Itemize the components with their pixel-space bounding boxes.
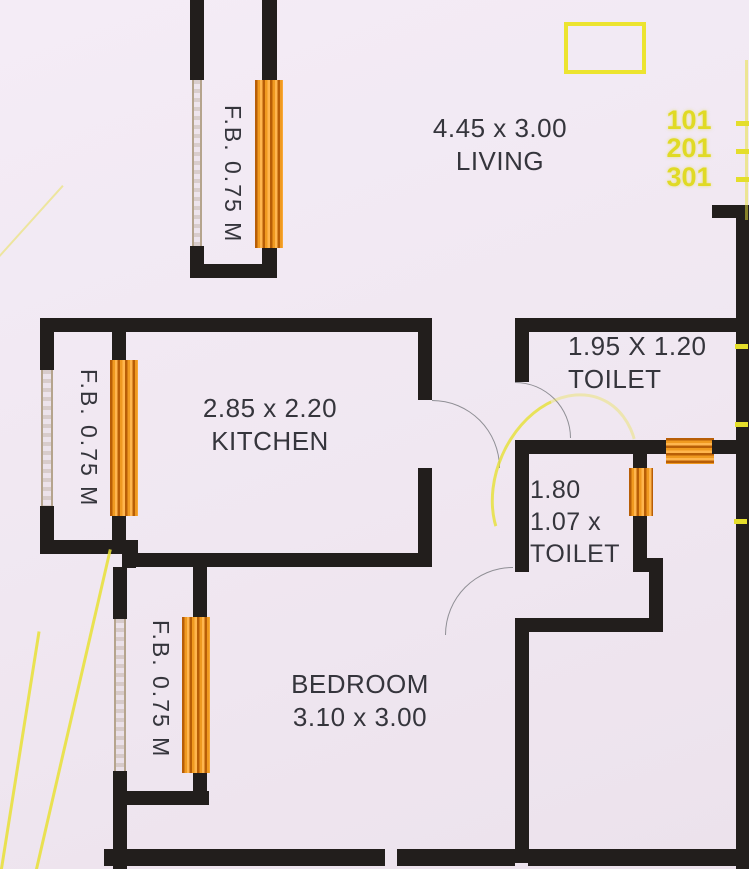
unit-number-301: 301	[666, 161, 712, 192]
highlighter-tick	[734, 519, 747, 524]
toilet-small-dimension-2: 1.07 x	[530, 508, 602, 536]
highlighter-rectangle	[564, 22, 646, 74]
living-dimensions: 4.45 x 3.00	[432, 113, 568, 143]
window-kitchen-fb	[110, 360, 138, 516]
highlighter-diagonal	[31, 549, 112, 869]
window-top-fb	[255, 80, 283, 248]
wall-segment	[104, 849, 385, 866]
fb-kitchen-label: F.B. 0.75 M	[76, 369, 102, 508]
kitchen-name: KITCHEN	[211, 426, 329, 457]
living-name: LIVING	[455, 146, 545, 177]
wall-segment	[418, 468, 432, 567]
fb-outer-edge	[192, 80, 202, 248]
wall-segment	[40, 540, 138, 554]
wall-segment	[515, 318, 749, 332]
window-toilet-large	[666, 438, 714, 464]
bedroom-name: BEDROOM	[291, 669, 429, 699]
wall-segment	[40, 318, 432, 332]
wall-segment	[515, 440, 529, 572]
wall-segment	[528, 849, 749, 866]
wall-segment	[649, 558, 663, 632]
wall-segment	[113, 791, 209, 805]
wall-segment	[40, 332, 54, 370]
wall-segment	[112, 332, 126, 362]
unit-number-101: 101	[666, 105, 712, 135]
highlighter-line	[745, 60, 748, 220]
unit-number-list: 101 201 301	[662, 106, 716, 191]
unit-number-201: 201	[666, 133, 712, 164]
bedroom-label: BEDROOM 3.10 x 3.00	[265, 668, 455, 735]
highlighter-tick	[735, 422, 748, 427]
fb-outer-edge	[114, 619, 126, 773]
highlighter-tick	[736, 149, 749, 154]
wall-segment	[113, 567, 127, 619]
wall-segment	[515, 618, 663, 632]
fb-outer-edge	[41, 370, 53, 508]
fb-bedroom-label: F.B. 0.75 M	[148, 620, 174, 759]
highlighter-tick	[735, 344, 748, 349]
wall-segment	[397, 849, 515, 866]
window-toilet-small	[629, 468, 653, 516]
toilet-large-dimensions: 1.95 X 1.20	[568, 331, 707, 361]
highlighter-diagonal	[0, 185, 64, 335]
wall-segment	[633, 440, 647, 470]
wall-segment	[418, 332, 432, 400]
toilet-small-label: 1.80 1.07 x TOILET	[530, 474, 650, 570]
wall-segment	[122, 553, 432, 567]
highlighter-diagonal	[0, 631, 41, 869]
toilet-small-name: TOILET	[530, 540, 621, 568]
wall-segment	[193, 773, 207, 805]
wall-segment	[262, 0, 277, 82]
kitchen-dimensions: 2.85 x 2.20	[202, 393, 338, 423]
highlighter-tick	[736, 177, 749, 182]
wall-segment	[193, 567, 207, 619]
wall-segment	[515, 618, 529, 863]
door-arc-kitchen	[432, 400, 500, 468]
wall-segment	[515, 440, 666, 454]
wall-segment	[515, 318, 529, 382]
living-room-label: 4.45 x 3.00 LIVING	[385, 112, 615, 179]
bedroom-dimensions: 3.10 x 3.00	[292, 702, 428, 733]
kitchen-label: 2.85 x 2.20 KITCHEN	[175, 392, 365, 459]
door-arc-bedroom	[445, 567, 513, 635]
wall-segment	[736, 205, 749, 869]
highlighter-tick	[736, 121, 749, 126]
fb-top-label: F.B. 0.75 M	[220, 104, 246, 244]
toilet-large-label: 1.95 X 1.20 TOILET	[568, 330, 743, 397]
wall-segment	[190, 0, 204, 80]
wall-segment	[190, 264, 277, 278]
toilet-large-name: TOILET	[568, 364, 662, 395]
toilet-small-dimension-1: 1.80	[530, 476, 581, 504]
window-bedroom-fb	[182, 617, 210, 773]
